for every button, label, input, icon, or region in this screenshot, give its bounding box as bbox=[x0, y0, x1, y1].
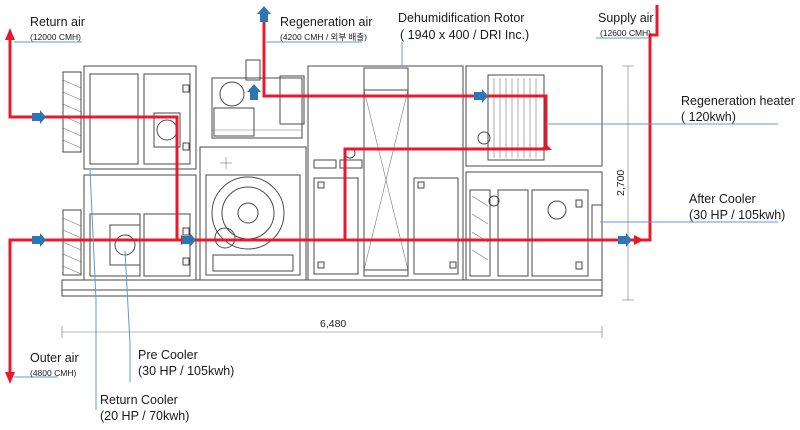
rotor-housing bbox=[307, 65, 464, 281]
supply-outlet-marker bbox=[618, 233, 632, 247]
regeneration-fan bbox=[211, 59, 305, 139]
airflow-arrowheads bbox=[5, 28, 644, 384]
return-air-inner-marker bbox=[182, 233, 196, 247]
return-air-inlet-marker bbox=[32, 110, 46, 124]
regen-heater-title: Regeneration heater bbox=[681, 94, 795, 108]
regen-inlet-marker bbox=[474, 89, 488, 103]
supply-fan-module bbox=[199, 146, 307, 281]
regen-exhaust-marker bbox=[257, 6, 271, 22]
after-cooler-module bbox=[465, 171, 603, 281]
return-air-flow: (12000 CMH) bbox=[30, 32, 81, 42]
regeneration-air-flow: (4200 CMH / 외부 배출) bbox=[280, 32, 367, 42]
supply-air-flow: (12600 CMH) bbox=[600, 28, 651, 38]
regeneration-air-title: Regeneration air bbox=[280, 15, 372, 29]
outer-air-inlet-marker bbox=[32, 233, 46, 247]
length-dimension: 6,480 bbox=[320, 318, 346, 330]
after-cooler-arrow bbox=[634, 235, 644, 245]
leader-lines bbox=[14, 37, 778, 410]
dimension-markings bbox=[61, 65, 634, 338]
regen-path-arrow bbox=[540, 144, 552, 150]
return-cooler-title: Return Cooler bbox=[100, 393, 178, 407]
supply-air-title: Supply air bbox=[598, 11, 654, 25]
outer-air-flow: (4800 CMH) bbox=[30, 368, 76, 378]
annotations: Return air (12000 CMH) Regeneration air … bbox=[30, 11, 795, 423]
rotor-spec: ( 1940 x 400 / DRI Inc.) bbox=[400, 28, 529, 42]
upper-intake-grille bbox=[62, 71, 82, 153]
after-cooler-spec: (30 HP / 105kwh) bbox=[689, 208, 785, 222]
return-air-title: Return air bbox=[30, 15, 85, 29]
lower-intake-grille bbox=[62, 209, 82, 276]
return-cooler-spec: (20 HP / 70kwh) bbox=[100, 409, 189, 423]
rotor-regen-marker bbox=[247, 84, 261, 100]
rotor-title: Dehumidification Rotor bbox=[398, 11, 524, 25]
pre-cooler-title: Pre Cooler bbox=[138, 348, 198, 362]
equipment-drawing bbox=[61, 59, 603, 297]
pre-cooler-spec: (30 HP / 105kwh) bbox=[138, 364, 234, 378]
outer-air-title: Outer air bbox=[30, 351, 79, 365]
return-air-arrow bbox=[5, 28, 15, 40]
flow-markers bbox=[32, 6, 632, 247]
outer-air-arrow bbox=[5, 372, 15, 384]
pre-cooler-module bbox=[83, 174, 197, 281]
regen-heater-spec: ( 120kwh) bbox=[681, 110, 736, 124]
height-dimension: 2,700 bbox=[615, 170, 627, 196]
after-cooler-title: After Cooler bbox=[689, 192, 756, 206]
regeneration-heater-module bbox=[465, 65, 603, 167]
